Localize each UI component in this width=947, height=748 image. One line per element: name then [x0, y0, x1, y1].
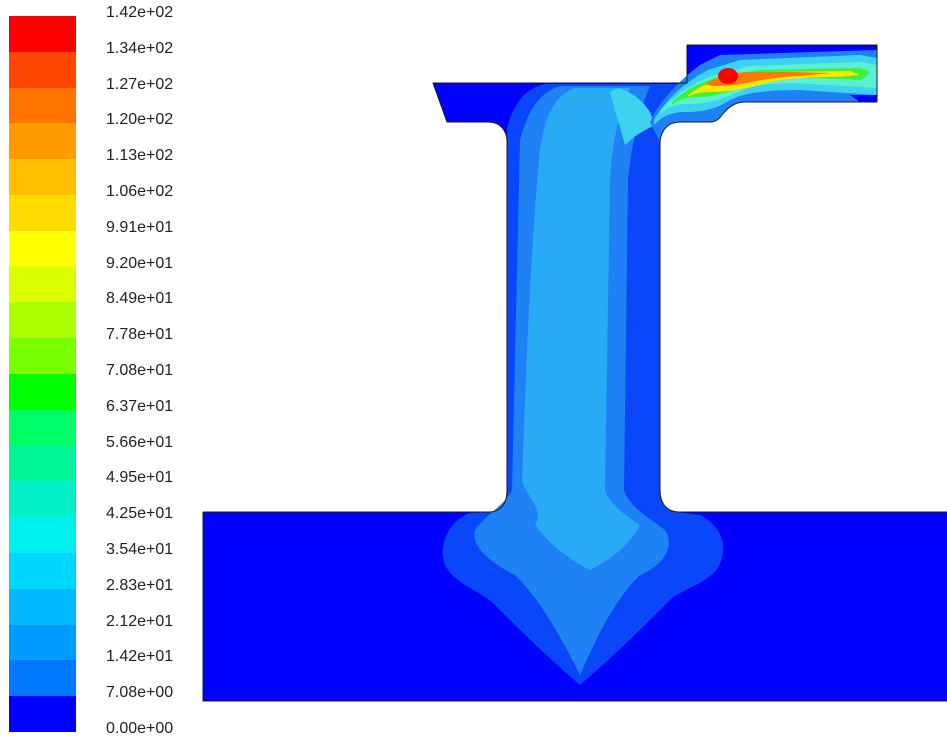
- contour-level3-plume: [522, 88, 640, 570]
- legend-swatch: [9, 374, 76, 411]
- legend-swatch: [9, 445, 76, 482]
- legend-tick-label: 9.91e+01: [106, 218, 174, 236]
- legend-swatch: [9, 123, 76, 160]
- jet-hotspot-level9: [718, 68, 738, 84]
- legend-swatch: [9, 87, 76, 124]
- legend-tick-label: 1.42e+01: [106, 648, 174, 666]
- legend-tick-label: 1.13e+02: [106, 147, 174, 165]
- legend-tick-label: 7.08e+01: [106, 362, 174, 379]
- legend-tick-label: 1.27e+02: [106, 75, 174, 93]
- legend-tick-label: 1.20e+02: [106, 111, 174, 129]
- legend-tick-label: 1.34e+02: [106, 39, 174, 57]
- color-legend: [9, 16, 76, 733]
- legend-swatch: [9, 409, 76, 447]
- legend-swatch: [9, 624, 76, 661]
- legend-tick-label: 4.95e+01: [106, 469, 174, 487]
- legend-swatch: [9, 159, 76, 196]
- legend-swatch: [9, 517, 76, 554]
- legend-swatch: [9, 51, 76, 89]
- legend-swatch: [9, 553, 76, 590]
- outline-path: [203, 44, 947, 513]
- legend-swatch: [9, 230, 76, 268]
- legend-tick-label: 8.49e+01: [106, 290, 174, 308]
- outline-bottom: [202, 512, 947, 702]
- domain-outline: [202, 44, 947, 702]
- contour-level4-streak: [610, 88, 655, 145]
- legend-tick-label: 7.08e+00: [106, 684, 174, 702]
- legend-tick-labels: 1.42e+02 1.34e+02 1.27e+02 1.20e+02 1.13e+02…: [0, 0, 200, 748]
- outlet-pocket-edge-level0: [850, 95, 877, 102]
- legend-tick-label: 1.06e+02: [106, 183, 174, 200]
- legend-tick-label: 0.00e+00: [106, 720, 174, 737]
- legend-swatch: [9, 588, 76, 626]
- legend-tick-label: 6.37e+01: [106, 397, 174, 415]
- legend-tick-label: 3.54e+01: [106, 541, 174, 558]
- legend-swatch: [9, 696, 76, 733]
- legend-tick-label: 7.78e+01: [106, 326, 174, 344]
- legend-tick-label: 9.20e+01: [106, 254, 174, 272]
- legend-tick-label: 1.42e+02: [106, 4, 174, 21]
- legend-swatch: [9, 338, 76, 375]
- legend-tick-label: 2.83e+01: [106, 576, 174, 594]
- legend-tick-label: 5.66e+01: [106, 433, 174, 451]
- outlet-pocket-level0: [688, 47, 720, 68]
- legend-swatch: [9, 302, 76, 339]
- legend-swatch: [9, 481, 76, 518]
- legend-tick-label: 2.12e+01: [106, 612, 174, 630]
- legend-swatch: [9, 660, 76, 697]
- contour-levels: [442, 47, 877, 685]
- legend-tick-label: 4.25e+01: [106, 505, 174, 523]
- legend-swatch: [9, 195, 76, 232]
- legend-swatch: [9, 266, 76, 303]
- legend-swatch: [9, 16, 76, 53]
